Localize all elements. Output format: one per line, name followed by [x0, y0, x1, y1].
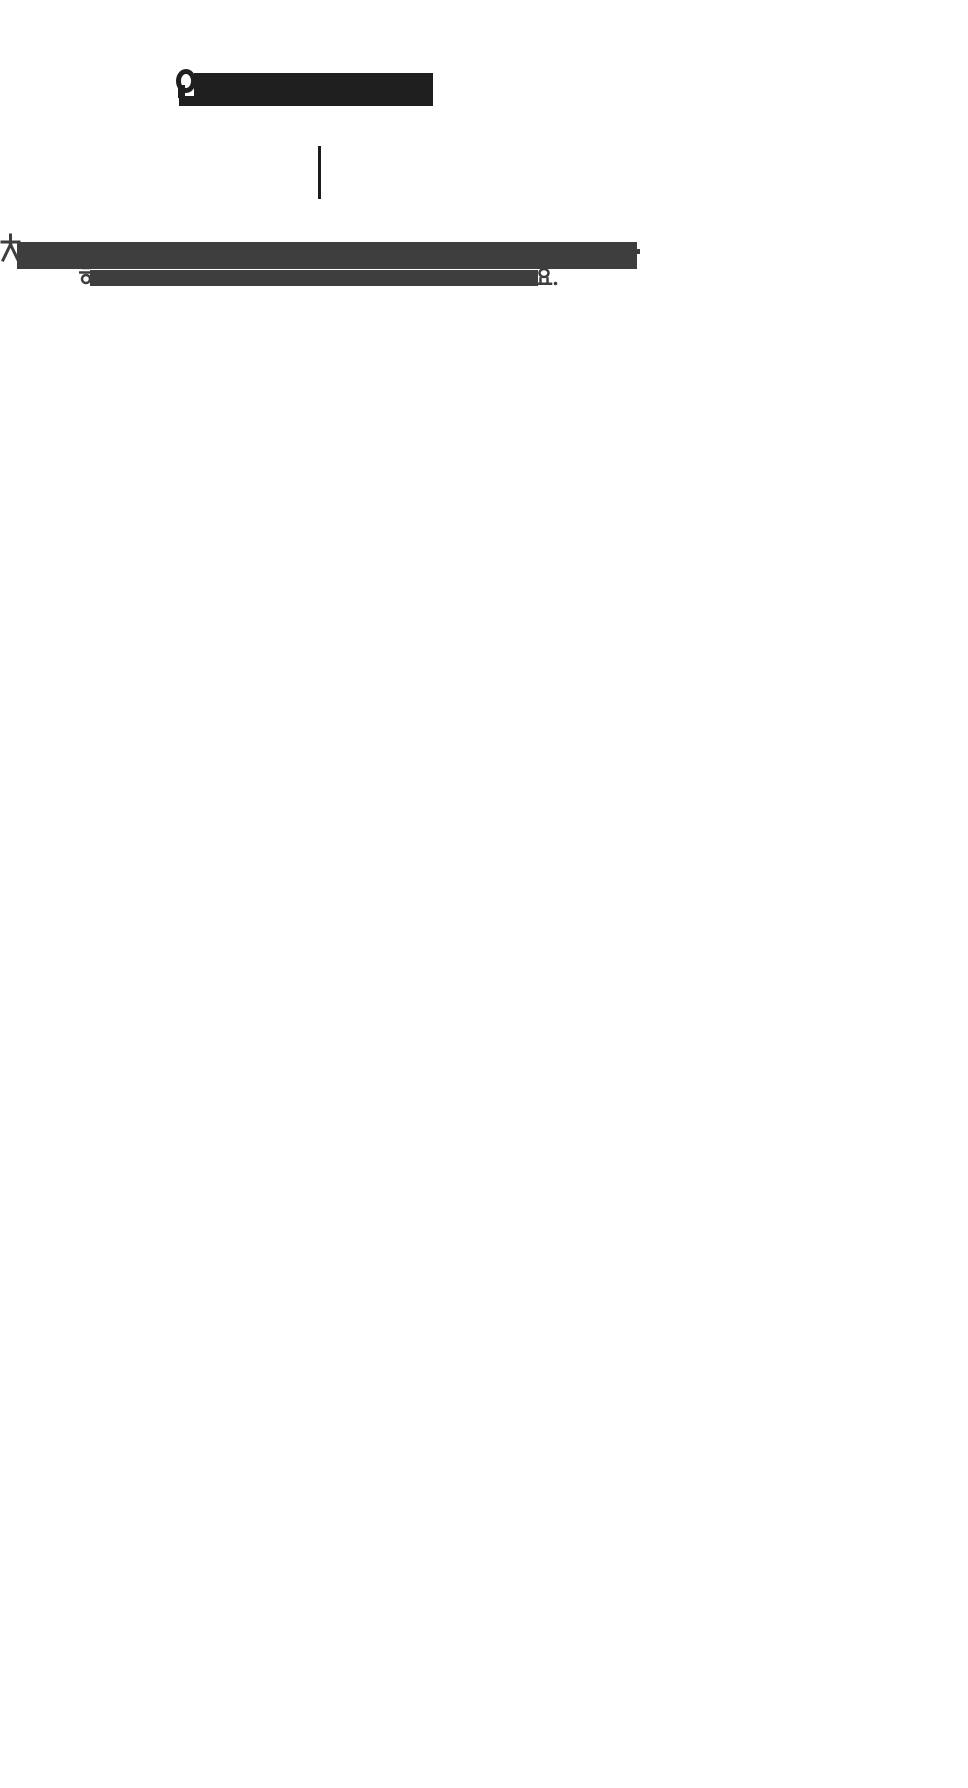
intro-line1-end-dash-glyph	[630, 249, 640, 254]
intro-line1-first-glyph	[0, 233, 21, 263]
title-first-letter-ring-glyph	[176, 69, 196, 93]
intro-line1-obscured-text-band	[17, 242, 637, 269]
title-obscured-descender-block	[179, 96, 433, 106]
title-letter-stub-glyph	[178, 85, 185, 98]
section-divider-line	[318, 146, 321, 199]
intro-line2-end-glyph	[537, 268, 558, 286]
intro-line2-obscured-text-band	[90, 270, 538, 286]
title-obscured-text-block	[194, 73, 433, 96]
